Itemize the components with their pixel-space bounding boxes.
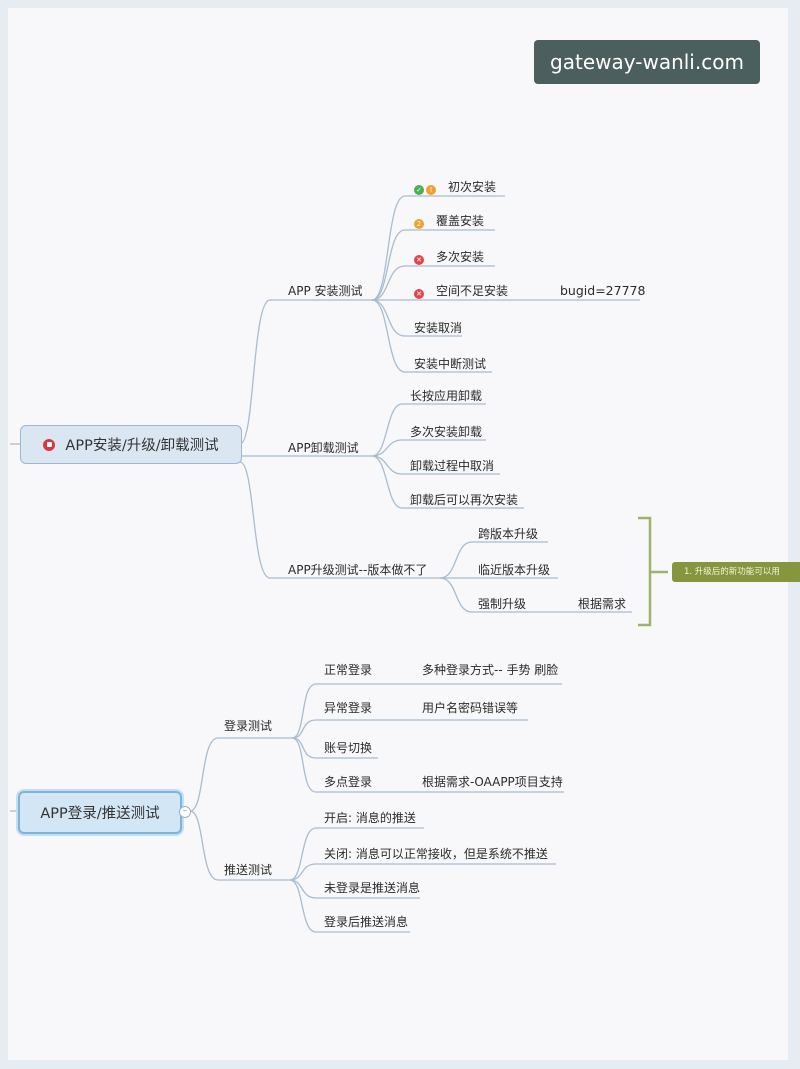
- cross-icon: ✕: [414, 255, 424, 265]
- install-item-interrupt[interactable]: 安装中断测试: [414, 357, 487, 371]
- uninstall-item-long-press[interactable]: 长按应用卸载: [410, 389, 483, 403]
- branch-login-test[interactable]: 登录测试: [224, 719, 273, 733]
- branch-install-test[interactable]: APP 安装测试: [288, 284, 363, 298]
- push-item-on[interactable]: 开启: 消息的推送: [324, 811, 416, 825]
- branch-uninstall-test[interactable]: APP卸载测试: [288, 441, 359, 455]
- login-note-wrong-password[interactable]: 用户名密码错误等: [422, 701, 519, 715]
- install-item-low-space[interactable]: ✕ 空间不足安装: [414, 283, 508, 299]
- login-item-multi-point[interactable]: 多点登录: [324, 775, 373, 789]
- install-item-label: 多次安装: [436, 250, 485, 264]
- push-item-logged-out[interactable]: 未登录是推送消息: [324, 881, 421, 895]
- forced-upgrade-note[interactable]: 根据需求: [578, 597, 627, 611]
- install-item-label: 初次安装: [448, 180, 497, 194]
- push-item-off[interactable]: 关闭: 消息可以正常接收，但是系统不推送: [324, 847, 548, 861]
- install-item-cancel[interactable]: 安装取消: [414, 321, 463, 335]
- login-item-switch-account[interactable]: 账号切换: [324, 741, 373, 755]
- install-item-label: 覆盖安装: [436, 214, 485, 228]
- install-item-overwrite[interactable]: 2 覆盖安装: [414, 213, 484, 229]
- uninstall-item-cancel[interactable]: 卸载过程中取消: [410, 459, 495, 473]
- check-icon: ✓: [414, 185, 424, 195]
- bug-note[interactable]: bugid=27778: [560, 283, 646, 298]
- upgrade-item-cross-version[interactable]: 跨版本升级: [478, 527, 539, 541]
- login-item-normal[interactable]: 正常登录: [324, 663, 373, 677]
- collapse-toggle[interactable]: –: [179, 806, 191, 818]
- upgrade-item-adjacent-version[interactable]: 临近版本升级: [478, 563, 551, 577]
- install-item-label: 空间不足安装: [436, 284, 509, 298]
- summary-bubble[interactable]: 1. 升级后的新功能可以用: [672, 562, 800, 582]
- upgrade-item-forced[interactable]: 强制升级: [478, 597, 527, 611]
- root-node-label: APP安装/升级/卸载测试: [65, 438, 219, 454]
- uninstall-item-reinstall[interactable]: 卸载后可以再次安装: [410, 493, 519, 507]
- login-item-abnormal[interactable]: 异常登录: [324, 701, 373, 715]
- red-flag-icon: [43, 438, 56, 451]
- branch-push-test[interactable]: 推送测试: [224, 863, 273, 877]
- cross-icon: ✕: [414, 289, 424, 299]
- install-item-multiple[interactable]: ✕ 多次安装: [414, 249, 484, 265]
- mindmap-canvas: [8, 8, 788, 1060]
- branch-upgrade-test[interactable]: APP升级测试--版本做不了: [288, 563, 428, 577]
- uninstall-item-multiple[interactable]: 多次安装卸载: [410, 425, 483, 439]
- watermark-label: gateway-wanli.com: [534, 40, 760, 84]
- priority-icon: !: [426, 185, 436, 195]
- login-note-methods[interactable]: 多种登录方式-- 手势 刷脸: [422, 663, 559, 677]
- push-item-logged-in[interactable]: 登录后推送消息: [324, 915, 409, 929]
- login-note-oaapp[interactable]: 根据需求-OAAPP项目支持: [422, 775, 563, 789]
- root-node-label: APP登录/推送测试: [40, 806, 160, 822]
- root-node-login-push[interactable]: APP登录/推送测试: [18, 791, 182, 834]
- priority-icon: 2: [414, 219, 424, 229]
- root-node-install-upgrade[interactable]: APP安装/升级/卸载测试: [20, 425, 242, 464]
- install-item-first[interactable]: ✓! 初次安装: [414, 179, 496, 195]
